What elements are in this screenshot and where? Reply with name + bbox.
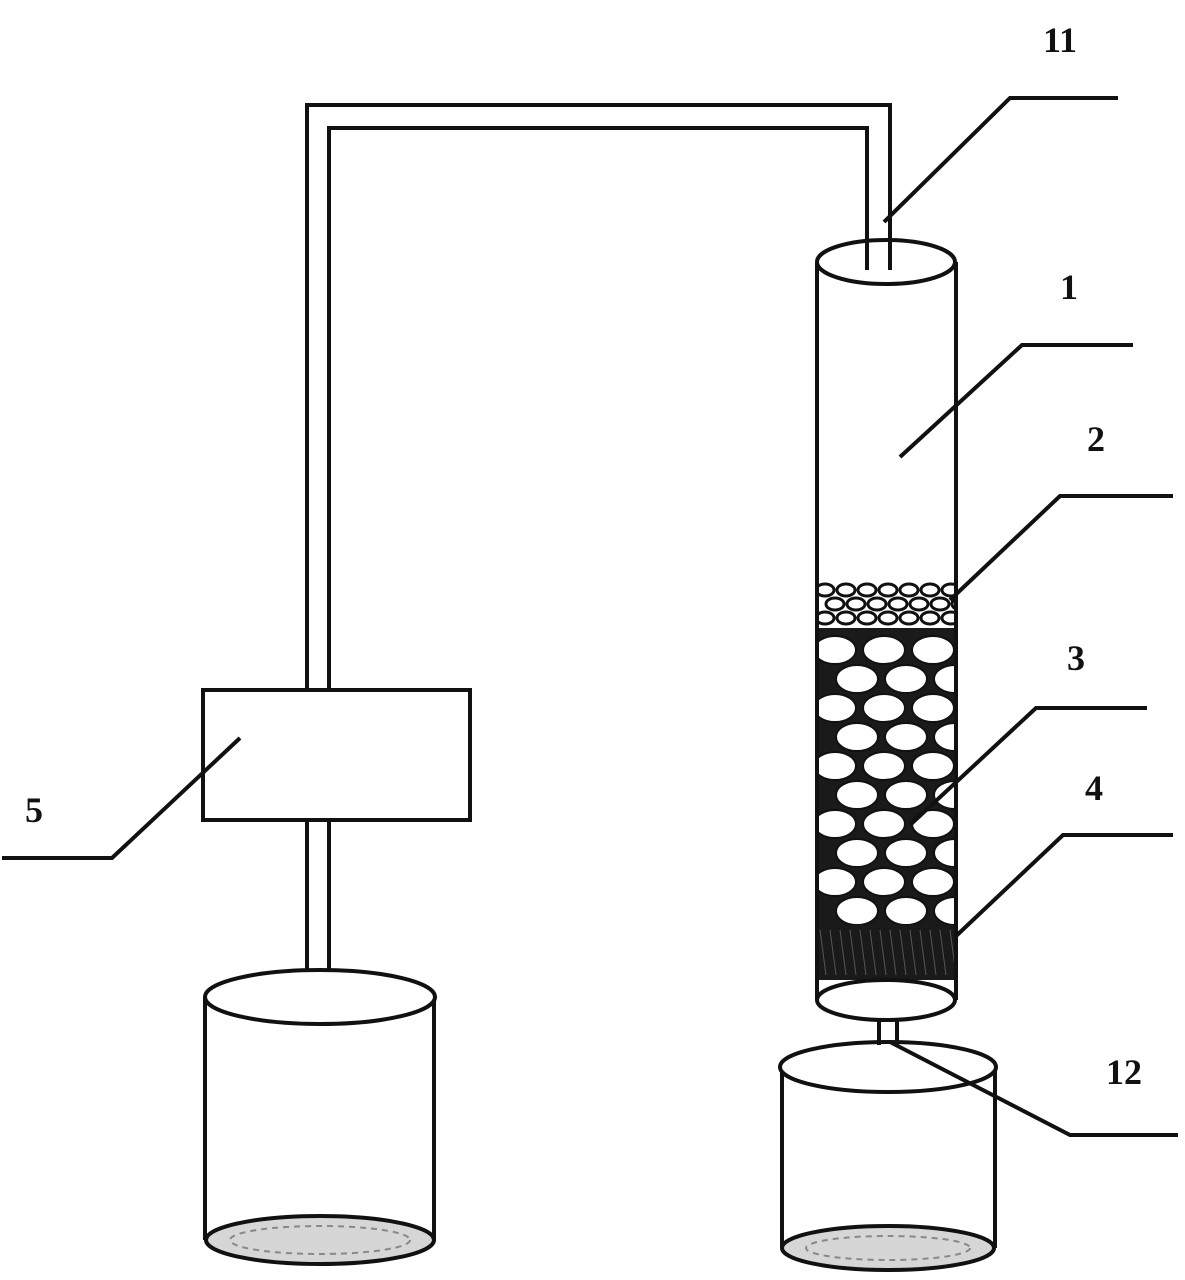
large-bead xyxy=(835,664,879,694)
small-bead xyxy=(940,610,956,626)
leader-line-4 xyxy=(953,833,1173,939)
label-top-packing-layer: 2 xyxy=(1087,419,1105,459)
pump-box xyxy=(201,688,472,822)
large-bead xyxy=(884,664,928,694)
small-bead xyxy=(919,582,941,598)
large-bead xyxy=(911,809,955,839)
large-bead xyxy=(862,751,906,781)
large-bead xyxy=(911,751,955,781)
leader-lines xyxy=(2,96,1178,1137)
small-bead xyxy=(887,596,909,612)
label-inlet-tube: 11 xyxy=(1043,20,1077,60)
top-packing-layer xyxy=(817,582,956,626)
column-top-rim xyxy=(815,238,957,286)
large-bead xyxy=(862,867,906,897)
label-outlet-tube: 12 xyxy=(1106,1052,1142,1092)
small-bead xyxy=(824,596,846,612)
leader-line-12 xyxy=(889,1040,1178,1137)
large-bead xyxy=(817,751,857,781)
leader-line-1 xyxy=(898,343,1133,459)
large-bead xyxy=(835,896,879,926)
large-bead xyxy=(862,635,906,665)
large-bead xyxy=(835,780,879,810)
right-beaker-bottom-liquid xyxy=(780,1224,996,1272)
large-bead xyxy=(817,809,857,839)
middle-packing-layer xyxy=(817,628,956,926)
large-bead xyxy=(835,838,879,868)
large-bead xyxy=(884,722,928,752)
small-bead xyxy=(898,610,920,626)
large-bead xyxy=(862,809,906,839)
large-bead xyxy=(911,635,955,665)
large-bead xyxy=(884,838,928,868)
small-bead xyxy=(817,582,836,598)
large-bead xyxy=(817,635,857,665)
small-bead xyxy=(866,596,888,612)
large-bead xyxy=(911,867,955,897)
right-beaker xyxy=(778,1040,998,1272)
column-bottom-rim xyxy=(815,978,957,1022)
label-column: 1 xyxy=(1060,267,1078,307)
leader-line-11 xyxy=(882,96,1118,224)
small-bead xyxy=(940,582,956,598)
small-bead xyxy=(835,582,857,598)
left-beaker-bottom-liquid xyxy=(204,1214,436,1266)
small-bead xyxy=(835,610,857,626)
large-bead xyxy=(884,896,928,926)
leader-line-2 xyxy=(948,494,1173,602)
small-bead xyxy=(919,610,941,626)
small-bead xyxy=(856,582,878,598)
small-bead xyxy=(817,610,836,626)
leader-line-3 xyxy=(908,706,1147,827)
small-bead xyxy=(856,610,878,626)
large-bead xyxy=(884,780,928,810)
large-bead xyxy=(835,722,879,752)
left-beaker xyxy=(203,968,437,1266)
small-bead xyxy=(898,582,920,598)
label-pump: 5 xyxy=(25,790,43,830)
small-bead xyxy=(929,596,951,612)
labels: 11 1 2 3 4 5 12 xyxy=(25,20,1142,1092)
small-bead xyxy=(908,596,930,612)
small-bead xyxy=(877,582,899,598)
label-middle-packing-layer: 3 xyxy=(1067,638,1085,678)
small-bead xyxy=(845,596,867,612)
large-bead xyxy=(862,693,906,723)
large-bead xyxy=(817,693,857,723)
label-bottom-packing-layer: 4 xyxy=(1085,768,1103,808)
large-bead xyxy=(817,867,857,897)
inlet-tubing xyxy=(305,103,892,690)
left-beaker-rim xyxy=(203,968,437,1026)
small-bead xyxy=(877,610,899,626)
leader-line-5 xyxy=(2,736,242,860)
right-beaker-rim xyxy=(778,1040,998,1094)
large-bead xyxy=(911,693,955,723)
column-outlet-tube xyxy=(877,1018,899,1045)
pump-outlet-tubing xyxy=(305,820,331,972)
column xyxy=(815,238,958,1022)
